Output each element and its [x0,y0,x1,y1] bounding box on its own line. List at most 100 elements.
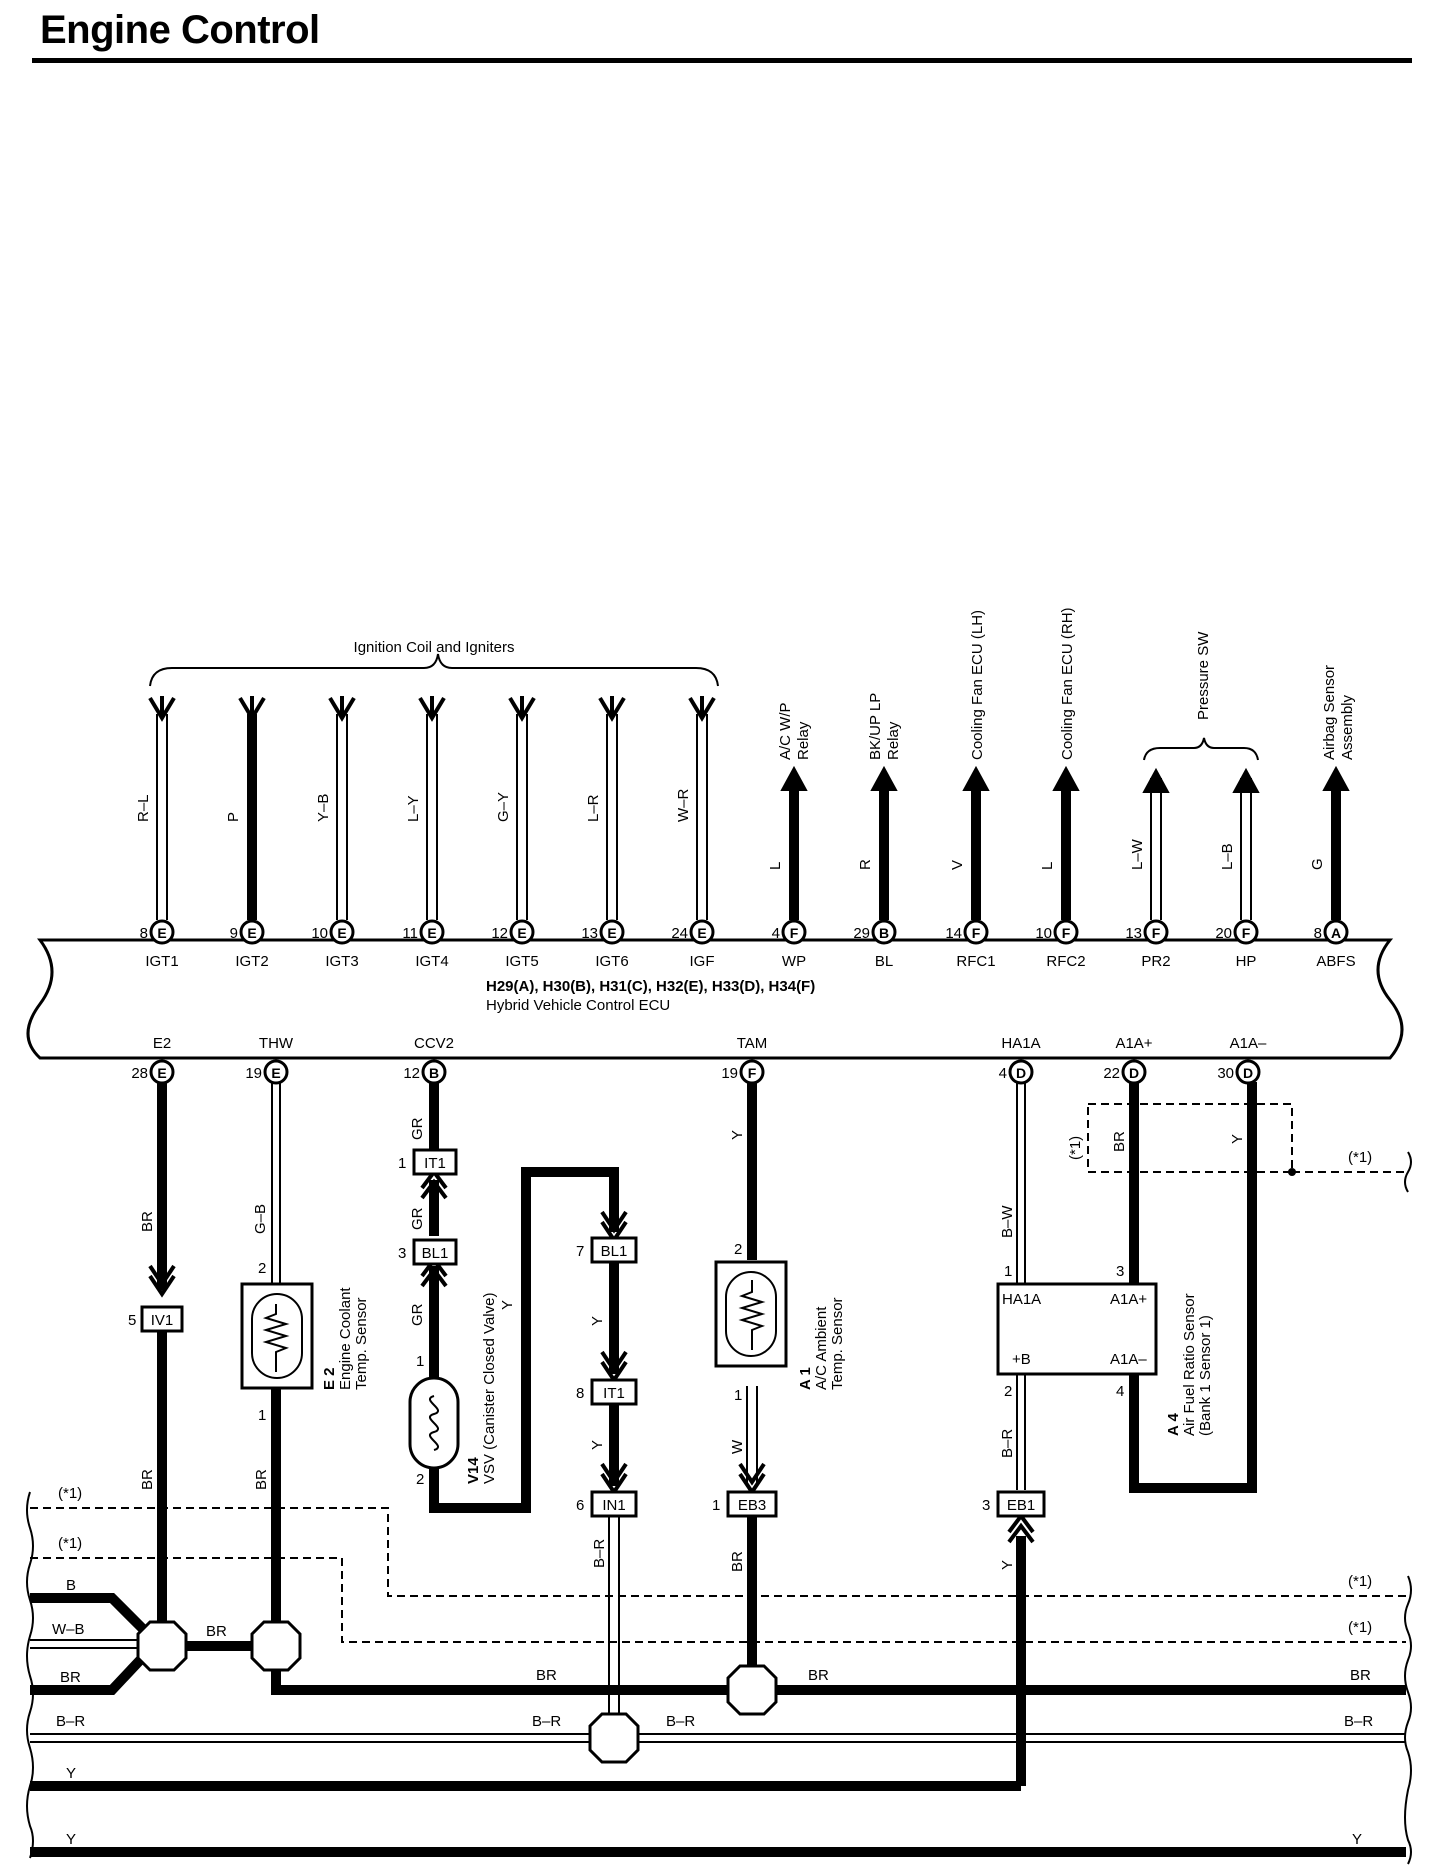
shield-line-1 [30,1507,1406,1597]
wire-label-br-link: BR [206,1623,227,1640]
pin-bl1-3: 3 [398,1245,406,1262]
pin-number: 14 [945,925,962,942]
pin-signal-label: THW [259,1035,294,1052]
pin-number: 12 [403,1065,420,1082]
wire-b-left [30,1593,148,1634]
pin-number: 20 [1215,925,1232,942]
sensor-a4-term-a1a-minus: A1A– [1110,1351,1147,1368]
pin-signal-label: IGF [690,953,715,970]
sensor-a4-box [996,1282,1158,1376]
pin-number: 4 [772,925,780,942]
sensor-a1-name-2: Temp. Sensor [829,1297,846,1390]
pin-number: 30 [1217,1065,1234,1082]
wire-label-br-right-bus: B–R [1344,1713,1373,1730]
sensor-a1-box [714,1260,788,1368]
wire-label-br-eb1: B–R [999,1429,1016,1458]
sensor-e2-name-1: Engine Coolant [337,1287,354,1390]
pin-conn-letter: E [157,925,166,941]
wire-label-igt6: L–R [585,794,602,822]
wire-label-rfc1: V [949,860,966,870]
pin-a4-2: 2 [1004,1383,1012,1400]
connector-iv1 [140,1305,184,1333]
wire-label-gr-1: GR [409,1117,426,1140]
pin-signal-label: RFC2 [1046,953,1085,970]
note-star1-right-2: (*1) [1348,1619,1372,1636]
pin-signal-label: IGT5 [505,953,538,970]
pin-e2-sensor-2: 2 [258,1260,266,1277]
pin-conn-letter: F [972,925,981,941]
wire-label-bl: R [857,859,874,870]
connector-in1-label: IN1 [602,1497,625,1514]
pin-number: 29 [853,925,870,942]
pin-signal-label: IGT2 [235,953,268,970]
pin-conn-letter: E [607,925,616,941]
connector-it1-upper-label: IT1 [424,1155,446,1172]
wire-label-y-tam: Y [729,1130,746,1140]
pin-signal-label: BL [875,953,893,970]
pin-number: 9 [230,925,238,942]
wire-label-br-mid-bus-1: B–R [532,1713,561,1730]
wire-label-w-tam: W [729,1439,746,1454]
pin-conn-letter: E [157,1065,166,1081]
wire-label-br-in1: B–R [591,1539,608,1568]
pin-e2-sensor-1: 1 [258,1407,266,1424]
wire-ccv2 [420,1082,628,1513]
wire-label-y-a1a: Y [1229,1134,1246,1144]
pin-signal-label: A1A– [1230,1035,1267,1052]
pin-a4-4: 4 [1116,1383,1124,1400]
pin-number: 13 [1125,925,1142,942]
ecu-connectors-label: H29(A), H30(B), H31(C), H32(E), H33(D), … [486,978,815,995]
wire-bl1-in1 [600,1262,628,1718]
vsv-v14-coil [429,1395,439,1451]
pin-conn-letter: E [697,925,706,941]
connector-iv1-label: IV1 [151,1312,174,1329]
cooling-fan-lh-label: Cooling Fan ECU (LH) [969,610,986,760]
connector-bl1-right-label: BL1 [601,1243,628,1260]
note-star1-left-1: (*1) [58,1485,82,1502]
pin-iv1-5: 5 [128,1312,136,1329]
pin-a4-3: 3 [1116,1263,1124,1280]
pin-conn-letter: D [1243,1065,1253,1081]
pin-signal-label: CCV2 [414,1035,454,1052]
sensor-a1-name-1: A/C Ambient [813,1306,830,1390]
pin-signal-label: IGT1 [145,953,178,970]
shield-break [1404,1151,1412,1193]
pin-conn-letter: A [1331,925,1341,941]
connector-eb1 [996,1490,1046,1518]
connector-bl1-left [412,1238,458,1266]
pin-number: 10 [311,925,328,942]
sensor-a1-resistor [738,1280,766,1350]
pin-in1-6: 6 [576,1497,584,1514]
pressure-group-label: Pressure SW [1195,631,1212,720]
pin-number: 24 [671,925,688,942]
wire-label-br-e2-low: BR [139,1469,156,1490]
pin-conn-letter: E [427,925,436,941]
pin-number: 12 [491,925,508,942]
ground-junction-4 [588,1712,640,1764]
pin-conn-letter: F [790,925,799,941]
pin-conn-letter: D [1016,1065,1026,1081]
pin-signal-label: A1A+ [1115,1035,1152,1052]
wire-label-gr-3: GR [409,1303,426,1326]
airbag-sensor-label-2: Assembly [1339,694,1356,760]
wire-label-br-mid-bus-2: B–R [666,1713,695,1730]
wire-label-y-it1: Y [589,1440,606,1450]
pin-eb3-1: 1 [712,1497,720,1514]
wire-label-y-eb1: Y [999,1560,1016,1570]
ground-junction-1 [136,1620,188,1672]
connector-in1 [590,1490,638,1518]
pin-number: 10 [1035,925,1052,942]
pin-it1-1: 1 [398,1155,406,1172]
ground-junction-2 [250,1620,302,1672]
pin-vsv-1: 1 [416,1353,424,1370]
wire-label-hp: L–B [1219,843,1236,870]
sensor-a1-code: A 1 [797,1367,814,1390]
